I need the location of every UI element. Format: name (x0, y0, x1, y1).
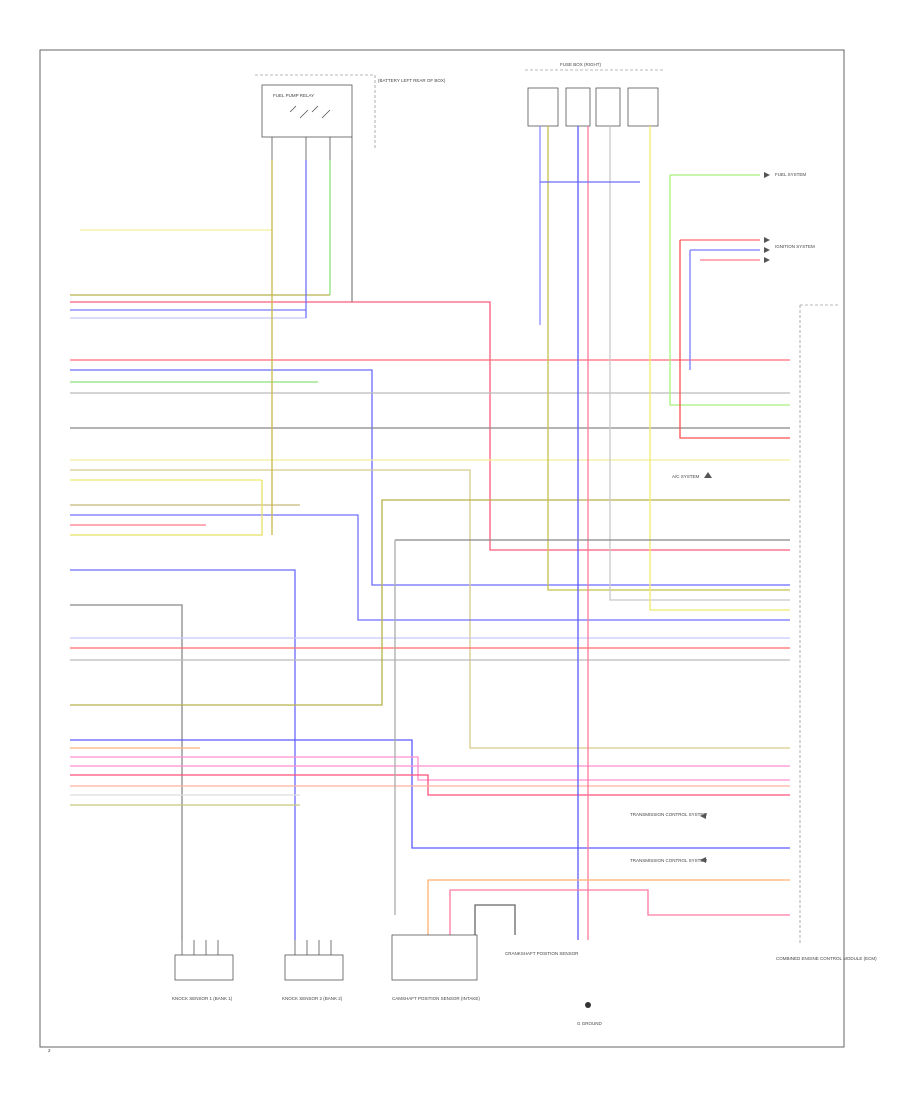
label-ac-system: A/C SYSTEM (672, 474, 700, 479)
right-side-labels: FUEL SYSTEM IGNITION SYSTEM A/C SYSTEM T… (630, 172, 815, 863)
arrow-icon (700, 813, 706, 819)
crank-sensor: CRANKSHAFT POSITION SENSOR (505, 951, 579, 956)
arrow-icon (764, 257, 770, 263)
fuse-block-title: FUSE BOX (RIGHT) (560, 62, 602, 67)
arrow-icon (700, 857, 706, 863)
ground-point: G GROUND (577, 1002, 603, 1026)
ground-label: G GROUND (577, 1021, 603, 1026)
knock-sensor-2-label: KNOCK SENSOR 2 (BANK 2) (282, 996, 343, 1001)
fuel-pump-relay-title: FUEL PUMP RELAY (273, 93, 314, 98)
camshaft-sensor: CAMSHAFT POSITION SENSOR (INTAKE) (391, 934, 480, 1001)
camshaft-sensor-label: CAMSHAFT POSITION SENSOR (INTAKE) (392, 996, 480, 1001)
diagram-frame (39, 49, 845, 1048)
wire-bundle (70, 126, 790, 940)
arrow-icon (764, 172, 770, 178)
knock-sensor-1: KNOCK SENSOR 1 (BANK 1) (172, 940, 234, 1001)
arrow-icon (764, 237, 770, 243)
arrow-icon (764, 247, 770, 253)
ground-icon (585, 1002, 591, 1008)
ecm-label: COMBINED ENGINE CONTROL MODULE (ECM) (776, 956, 877, 961)
label-ignition-system: IGNITION SYSTEM (775, 244, 815, 249)
fuse-block: FUSE BOX (RIGHT) (525, 62, 665, 127)
arrow-icon (704, 472, 712, 478)
fuel-pump-relay-note: (BATTERY LEFT REAR OF BOX) (378, 78, 446, 83)
fuel-pump-relay: FUEL PUMP RELAY (BATTERY LEFT REAR OF BO… (255, 74, 446, 160)
crank-sensor-label: CRANKSHAFT POSITION SENSOR (505, 951, 579, 956)
label-transmission-1: TRANSMISSION CONTROL SYSTEM (630, 812, 707, 817)
page-number: 2 (48, 1048, 51, 1053)
knock-sensor-1-label: KNOCK SENSOR 1 (BANK 1) (172, 996, 233, 1001)
ecm-connector: COMBINED ENGINE CONTROL MODULE (ECM) (776, 304, 877, 961)
label-fuel-system: FUEL SYSTEM (775, 172, 806, 177)
label-transmission-2: TRANSMISSION CONTROL SYSTEM (630, 858, 707, 863)
knock-sensor-2: KNOCK SENSOR 2 (BANK 2) (282, 940, 344, 1001)
